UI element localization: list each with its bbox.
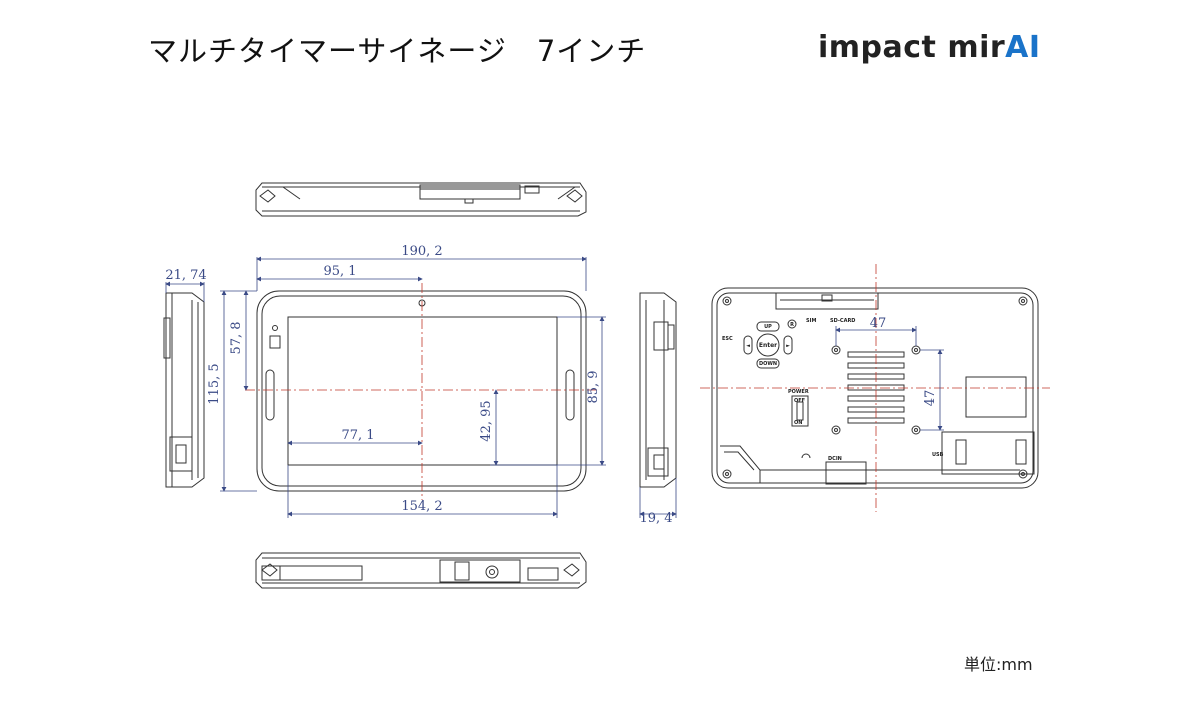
dim-mount-horizontal: 47 [870,316,887,331]
sim-label: SIM [806,318,816,324]
dcin-label: DCIN [828,456,842,462]
dim-mount-vertical: 47 [923,390,938,407]
front-view [256,290,587,492]
dim-depth-right: 19, 4 [639,511,672,526]
logo-text-main: impact mir [818,30,1006,65]
left-arrow-label: ◄ [746,343,750,349]
right-side-view [639,292,677,488]
dim-screen-height: 85, 9 [586,370,601,403]
left-side-view [163,292,205,488]
dim-upper-height: 57, 8 [229,321,244,354]
front-center-lines [245,283,600,500]
dim-half-width: 95, 1 [323,264,356,279]
power-label: POWER [788,389,809,395]
off-label: OFF [794,398,805,404]
page-title: マルチタイマーサイネージ 7インチ [148,34,647,68]
dimension-lines [165,256,944,518]
dim-total-width: 190, 2 [401,244,442,259]
brand-logo: impact mirAI [818,30,1041,65]
right-arrow-label: ► [786,343,790,349]
back-labels: UP Enter DOWN R ◄ ► SIM SD-CARD POWER OF… [722,318,944,462]
r-label: R [790,322,794,328]
sd-card-label: SD-CARD [830,318,855,324]
enter-label: Enter [759,342,777,349]
up-label: UP [764,324,772,330]
dim-height: 115, 5 [207,363,222,404]
usb-label: USB [932,452,944,458]
esc-label: ESC [722,336,733,342]
dim-screen-half-height: 42, 95 [479,400,494,441]
top-view [255,182,587,217]
back-center-lines [700,264,1050,512]
dim-depth-left: 21, 74 [165,268,206,283]
unit-label: 単位:mm [964,655,1033,674]
bottom-view [255,552,587,589]
down-label: DOWN [759,361,777,367]
on-label: ON [794,420,802,426]
dim-screen-width: 154, 2 [401,499,442,514]
dimension-texts: 190, 2 95, 1 21, 74 115, 5 57, 8 154, 2 … [165,244,938,526]
dim-screen-half-width: 77, 1 [341,428,374,443]
logo-text-accent: AI [1005,30,1041,65]
